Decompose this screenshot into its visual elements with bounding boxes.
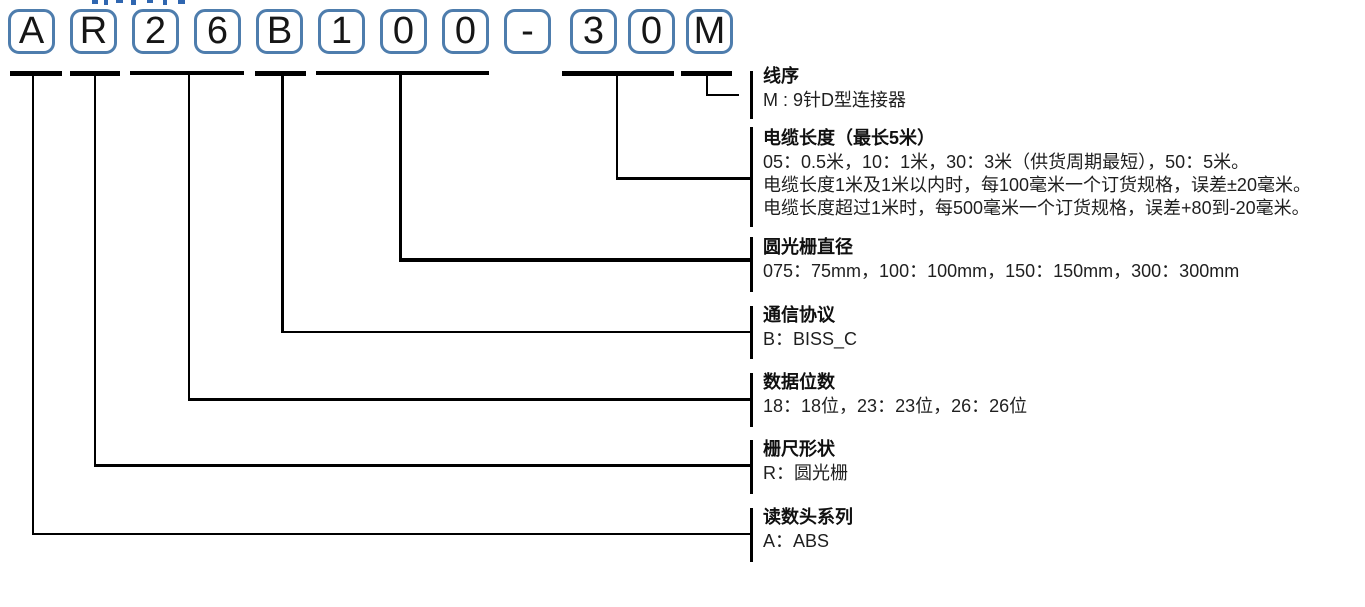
block-bar-wire-sequence [750,71,753,119]
segment-line: A：ABS [763,531,830,551]
segment-readhead-series: 读数头系列 A：ABS [763,505,853,553]
model-char-box-B: B [256,9,303,54]
segment-communication-protocol: 通信协议 B：BISS_C [763,303,857,351]
cropped-text-remnant [104,0,108,5]
segment-line: R：圆光栅 [763,463,848,483]
segment-line: 18：18位，23：23位，26：26位 [763,396,1028,416]
group-bar-R [70,71,120,76]
connector-a-horizontal [32,533,753,535]
segment-line: M : 9针D型连接器 [763,90,907,110]
model-char: 0 [640,9,663,52]
connector-b-horizontal [281,331,753,333]
segment-title: 栅尺形状 [763,439,835,459]
model-char-box-R: R [70,9,117,54]
connector-30-horizontal [616,177,753,180]
segment-title: 线序 [763,66,799,86]
segment-line: 电缆长度1米及1米以内时，每100毫米一个订货规格，误差±20毫米。 [763,175,1311,195]
connector-26-vertical [188,75,190,401]
connector-30-vertical [616,75,618,180]
cropped-text-remnant [131,0,136,5]
connector-r-vertical [94,75,96,467]
model-char-box-M: M [686,9,733,54]
connector-m-vertical [706,75,708,96]
segment-title: 读数头系列 [763,507,853,527]
segment-line: 05：0.5米，10：1米，30：3米（供货周期最短），50：5米。 [763,152,1250,172]
block-bar-communication-protocol [750,306,753,359]
segment-wire-sequence: 线序 M : 9针D型连接器 [763,64,906,112]
connector-100-horizontal [399,258,753,262]
cropped-text-remnant [92,0,98,4]
model-char: 2 [144,9,167,52]
model-char: B [266,9,293,52]
segment-cable-length: 电缆长度（最长5米） 05：0.5米，10：1米，30：3米（供货周期最短），5… [763,126,1311,220]
connector-b-vertical [281,75,284,333]
connector-26-horizontal [188,398,753,401]
model-char-box-A: A [8,9,55,54]
group-bar-M [681,71,732,76]
cropped-text-remnant [116,0,123,3]
model-char-box-0c: 0 [628,9,675,54]
model-char: 3 [582,9,605,52]
model-char: A [18,9,45,52]
segment-ring-grating-diameter: 圆光栅直径 075：75mm，100：100mm，150：150mm，300：3… [763,235,1239,283]
segment-title: 通信协议 [763,305,835,325]
segment-title: 数据位数 [763,372,835,392]
group-bar-30 [562,71,674,76]
model-char-box-3: 3 [570,9,617,54]
group-bar-B [255,71,306,76]
block-bar-readhead-series [750,508,753,562]
group-bar-26 [130,71,244,75]
connector-r-horizontal [94,464,753,467]
cropped-text-remnant [147,0,153,3]
connector-m-horizontal [706,94,739,96]
block-bar-scale-shape [750,440,753,494]
cropped-text-remnant [163,0,167,5]
connector-100-vertical [399,75,402,262]
segment-line: 075：75mm，100：100mm，150：150mm，300：300mm [763,261,1240,281]
model-char: R [79,9,108,52]
segment-scale-shape: 栅尺形状 R：圆光栅 [763,437,848,485]
model-char: M [693,9,726,52]
segment-title: 电缆长度（最长5米） [763,128,936,148]
segment-line: 电缆长度超过1米时，每500毫米一个订货规格，误差+80到-20毫米。 [763,198,1310,218]
connector-a-vertical [32,75,34,535]
segment-data-bits: 数据位数 18：18位，23：23位，26：26位 [763,370,1027,418]
model-char: 1 [330,9,353,52]
model-char: 0 [454,9,477,52]
block-bar-ring-grating-diameter [750,237,753,292]
block-bar-cable-length [750,127,753,227]
model-char: 0 [392,9,415,52]
block-bar-data-bits [750,373,753,427]
model-char-box-0a: 0 [380,9,427,54]
cropped-text-remnant [178,0,185,4]
model-char: - [521,9,534,52]
model-char-box-dash: - [504,9,551,54]
group-bar-A [10,71,62,76]
segment-line: B：BISS_C [763,329,858,349]
model-char-box-0b: 0 [442,9,489,54]
model-char-box-1: 1 [318,9,365,54]
segment-title: 圆光栅直径 [763,237,853,257]
model-char-box-6: 6 [194,9,241,54]
model-char-box-2: 2 [132,9,179,54]
model-char: 6 [206,9,229,52]
group-bar-100 [316,71,489,75]
